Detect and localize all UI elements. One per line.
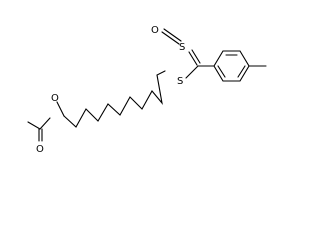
- alkyl-chain: [63, 70, 166, 128]
- s-o-double-bond-a: [163, 28, 182, 42]
- molecule-drawing: O O S S O: [27, 25, 267, 155]
- c-s-double-bond-b: [191, 49, 201, 64]
- thioether-sulfur-label: S: [177, 76, 183, 87]
- acetyl-group: [27, 117, 51, 142]
- c-s-double-bond-a: [188, 51, 198, 66]
- sulfine-oxygen-label: O: [151, 25, 159, 36]
- benzene-ring: [213, 50, 250, 82]
- carbonyl-oxygen-label: O: [36, 144, 44, 155]
- ester-oxygen-label: O: [51, 93, 59, 104]
- ring-inner-bond-2: [237, 65, 246, 78]
- carbonyl-ester-bond: [39, 117, 51, 130]
- chemical-structure-canvas: O O S S O: [27, 25, 267, 155]
- s-central-carbon-bond: [185, 65, 199, 79]
- methyl-carbonyl-bond: [27, 121, 41, 130]
- sulfine-sulfur-label: S: [179, 42, 185, 53]
- ester-o-chain-bond: [56, 101, 65, 117]
- ring-inner-bond-3: [217, 65, 226, 78]
- s-o-double-bond-b: [161, 31, 180, 45]
